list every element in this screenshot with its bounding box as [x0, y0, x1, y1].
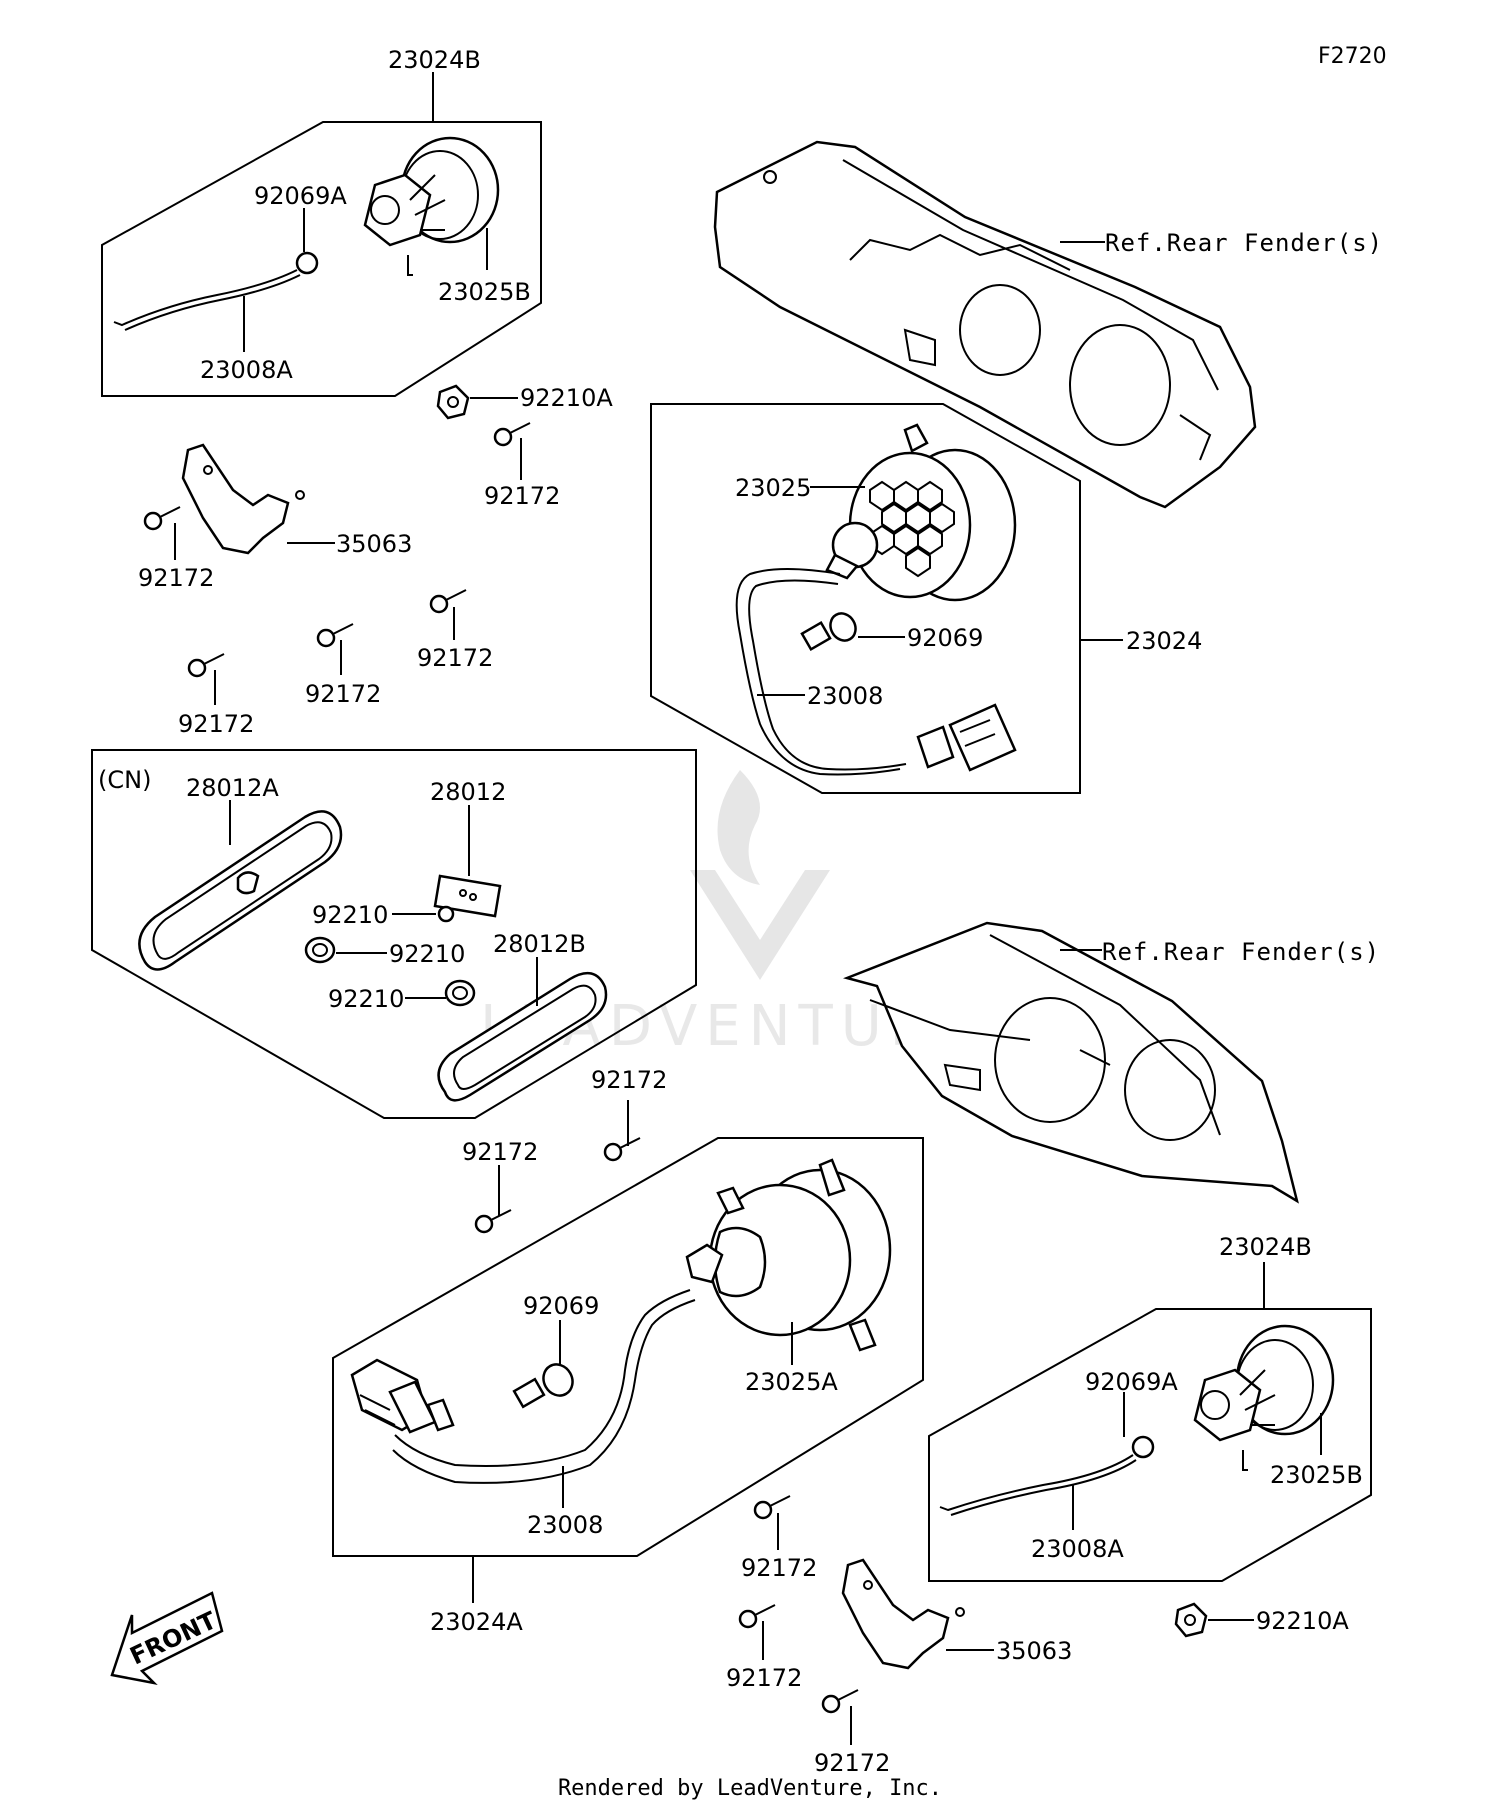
callout: 35063	[996, 1637, 1072, 1665]
harness-23008-right	[735, 568, 1017, 776]
callout: 23024B	[388, 46, 481, 74]
lens-housing-23025	[825, 423, 1017, 602]
screw-92172	[738, 1604, 776, 1629]
bracket-35063-bottom	[841, 1558, 965, 1670]
callout: 92172	[178, 710, 254, 738]
lens-housing-23025b-top	[363, 136, 500, 276]
group-box-23024b-bottom	[928, 1308, 1372, 1582]
callout: 92172	[726, 1664, 802, 1692]
screw-92172	[316, 623, 354, 648]
callout: 23025B	[438, 278, 531, 306]
screw-92172	[753, 1495, 791, 1520]
ref-rear-fender: Ref.Rear Fender(s)	[1102, 938, 1380, 966]
nut-92210a-bottom	[1174, 1602, 1208, 1638]
callout: 92210	[328, 985, 404, 1013]
callout: 92172	[814, 1749, 890, 1777]
callout: 92172	[591, 1066, 667, 1094]
callout: 92069	[523, 1292, 599, 1320]
harness-23008a-bottom	[939, 1435, 1155, 1516]
callout: 92210	[389, 940, 465, 968]
nut-92210a-top	[436, 384, 470, 420]
nut-92210	[437, 905, 455, 923]
lens-housing-23025b-bottom	[1193, 1324, 1335, 1471]
harness-23008-bottom	[350, 1289, 696, 1484]
callout: 92172	[484, 482, 560, 510]
bulb-92069	[800, 612, 857, 652]
callout: 28012A	[186, 774, 279, 802]
clip-92210	[304, 936, 336, 964]
callout: 23025B	[1270, 1461, 1363, 1489]
screw-92172	[143, 506, 181, 531]
group-box-23024b-top	[101, 121, 542, 397]
clip-92210	[444, 979, 476, 1007]
front-arrow-icon: FRONT	[110, 1591, 224, 1685]
diagram-code: F2720	[1318, 44, 1387, 69]
screw-92172	[474, 1209, 512, 1234]
cn-label: (CN)	[98, 766, 151, 794]
screw-92172	[429, 589, 467, 614]
callout: 92172	[462, 1138, 538, 1166]
lens-housing-23025a	[685, 1158, 892, 1352]
screw-92172	[187, 653, 225, 678]
callout: 92069A	[1085, 1368, 1178, 1396]
screw-92172	[821, 1689, 859, 1714]
callout: 23008A	[1031, 1535, 1124, 1563]
callout: 35063	[336, 530, 412, 558]
bulb-92069	[512, 1363, 574, 1409]
group-box-23024	[650, 403, 1081, 794]
callout: 23025A	[745, 1368, 838, 1396]
callout: 23025	[735, 474, 811, 502]
callout: 23008A	[200, 356, 293, 384]
callout: 92210A	[520, 384, 613, 412]
callout: 92172	[138, 564, 214, 592]
lens-28012b	[437, 971, 608, 1102]
screw-92172	[493, 422, 531, 447]
group-box-cn	[91, 749, 697, 1119]
callout: 28012B	[493, 930, 586, 958]
callout: 92069	[907, 624, 983, 652]
callout: 23024A	[430, 1608, 523, 1636]
harness-23008a-top	[113, 251, 319, 331]
rear-fender-top	[713, 140, 1257, 509]
group-box-23024a	[332, 1137, 924, 1557]
callout: 92210	[312, 901, 388, 929]
footer-credit: Rendered by LeadVenture, Inc.	[558, 1776, 942, 1801]
callout: 92172	[305, 680, 381, 708]
ref-rear-fender: Ref.Rear Fender(s)	[1105, 229, 1383, 257]
callout: 28012	[430, 778, 506, 806]
gasket-28012	[433, 874, 502, 918]
lens-28012a	[138, 810, 343, 971]
screw-92172	[603, 1137, 641, 1162]
callout: 23024B	[1219, 1233, 1312, 1261]
callout: 92172	[741, 1554, 817, 1582]
callout: 23024	[1126, 627, 1202, 655]
callout: 92172	[417, 644, 493, 672]
callout: 92069A	[254, 182, 347, 210]
callout: 23008	[527, 1511, 603, 1539]
callout: 23008	[807, 682, 883, 710]
bracket-35063-top	[181, 443, 305, 555]
callout: 92210A	[1256, 1607, 1349, 1635]
rear-fender-mid	[843, 921, 1299, 1204]
